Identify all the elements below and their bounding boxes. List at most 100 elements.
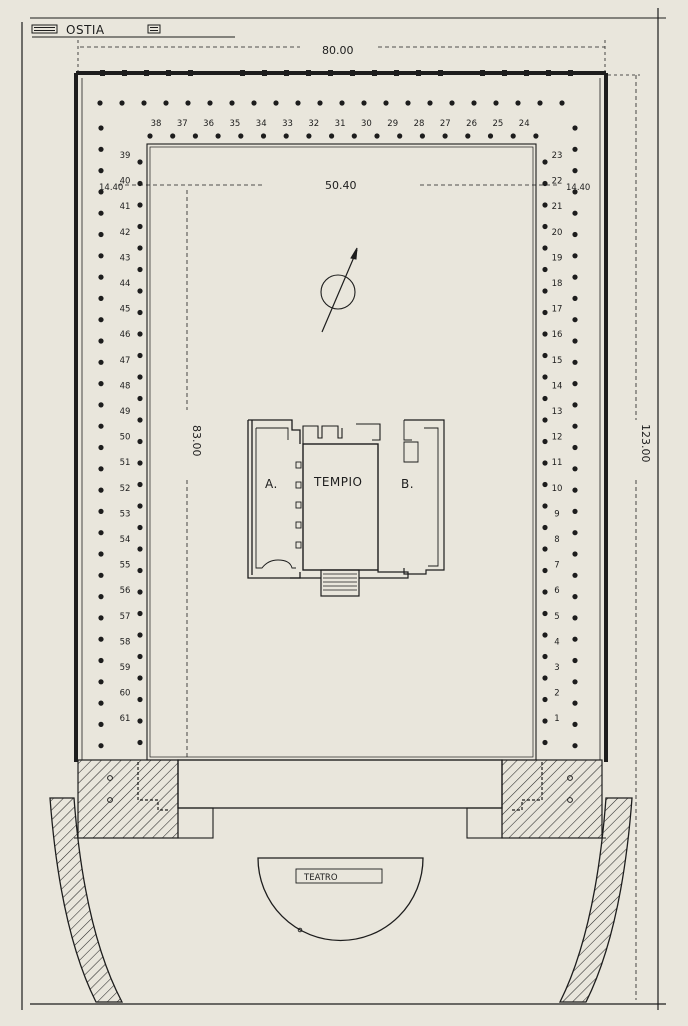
column-inner-right (542, 481, 548, 488)
column-outer-left (98, 125, 104, 131)
column-inner-left (137, 202, 143, 208)
column-outer-right (572, 700, 578, 706)
column-number: 13 (552, 407, 563, 417)
column-outer-right (572, 274, 578, 280)
column-number: 58 (120, 637, 131, 647)
column-outer-top (405, 100, 411, 106)
column-outer-left (98, 295, 104, 301)
column-number: 23 (552, 151, 563, 161)
column-inner-right (542, 395, 548, 402)
dimension-total-length: 123.00 (608, 74, 652, 1000)
column-number: 40 (120, 177, 131, 187)
column-outer-left (98, 721, 104, 728)
room-b-label: B. (401, 477, 414, 491)
column-outer-top (427, 100, 433, 106)
column-inner-top (170, 133, 176, 139)
column-number: 46 (120, 330, 131, 340)
column-outer-left (98, 657, 104, 664)
column-inner-left (137, 567, 143, 574)
column-outer-right (572, 657, 578, 664)
column-inner-top (397, 133, 403, 139)
cavea-walls (49, 797, 633, 1003)
column-outer-left (98, 210, 104, 216)
column-inner-right (542, 223, 548, 230)
column-number: 47 (120, 356, 131, 366)
column-outer-top (537, 100, 543, 106)
total-width-label: 80.00 (322, 44, 354, 57)
column-number: 16 (552, 330, 563, 340)
column-inner-right (542, 352, 548, 359)
column-number: 1 (554, 714, 559, 724)
column-inner-left (137, 653, 143, 660)
column-number: 44 (120, 279, 131, 289)
theatre (257, 857, 424, 942)
column-outer-right (572, 338, 578, 344)
column-outer-left (98, 508, 104, 514)
column-inner-left (137, 331, 143, 337)
column-number: 20 (552, 228, 563, 238)
column-number: 4 (554, 637, 559, 647)
column-inner-top (533, 133, 539, 139)
column-outer-left (98, 700, 104, 706)
column-outer-right (572, 551, 578, 557)
column-outer-left (98, 743, 104, 749)
column-inner-top (147, 133, 153, 139)
column-number: 59 (120, 663, 131, 673)
dimension-inner-width: 14.40 50.40 14.40 (99, 179, 590, 193)
column-number: 29 (387, 119, 398, 129)
room-a-label: A. (265, 477, 278, 491)
column-outer-left (98, 253, 104, 259)
column-number: 15 (552, 356, 563, 366)
column-outer-top (515, 100, 521, 106)
column-outer-left (98, 466, 104, 472)
column-number: 30 (361, 119, 372, 129)
column-outer-left (98, 381, 104, 387)
column-number: 60 (120, 689, 131, 699)
column-inner-left (137, 266, 143, 273)
column-number: 31 (335, 119, 346, 129)
column-inner-right (542, 159, 548, 165)
north-arrow-icon (320, 247, 358, 333)
column-inner-right (542, 675, 548, 681)
column-outer-left (98, 572, 104, 578)
column-outer-left (98, 317, 104, 323)
column-outer-top (207, 100, 213, 106)
column-outer-right (572, 444, 578, 451)
column-number: 28 (414, 119, 425, 129)
column-outer-left (98, 231, 104, 238)
column-outer-top (471, 100, 477, 106)
column-inner-top (306, 133, 312, 139)
column-inner-right (542, 653, 548, 660)
inner-court (146, 143, 537, 761)
column-outer-right (572, 295, 578, 301)
column-outer-right (572, 530, 578, 536)
column-outer-left (98, 444, 104, 451)
column-inner-left (137, 589, 143, 595)
column-number: 32 (308, 119, 319, 129)
column-inner-right (542, 374, 548, 380)
column-inner-left (137, 438, 143, 445)
column-inner-right (542, 438, 548, 445)
column-inner-right (542, 266, 548, 273)
column-inner-top (351, 133, 357, 139)
column-inner-top (329, 133, 335, 139)
outer-wall (74, 71, 608, 762)
column-outer-left (98, 679, 104, 685)
dimension-total-width: 80.00 (77, 40, 606, 72)
column-outer-top (251, 100, 257, 106)
column-outer-right (572, 125, 578, 131)
column-number: 25 (492, 119, 503, 129)
column-outer-right (572, 721, 578, 728)
column-inner-top (510, 133, 516, 139)
column-number: 21 (552, 202, 563, 212)
portico-columns (97, 100, 578, 749)
column-inner-left (137, 481, 143, 488)
column-number: 38 (151, 119, 162, 129)
column-outer-top (383, 100, 389, 106)
column-outer-right (572, 168, 578, 174)
column-number: 37 (177, 119, 188, 129)
column-outer-top (141, 100, 147, 106)
column-inner-right (542, 546, 548, 552)
column-inner-top (374, 133, 380, 139)
